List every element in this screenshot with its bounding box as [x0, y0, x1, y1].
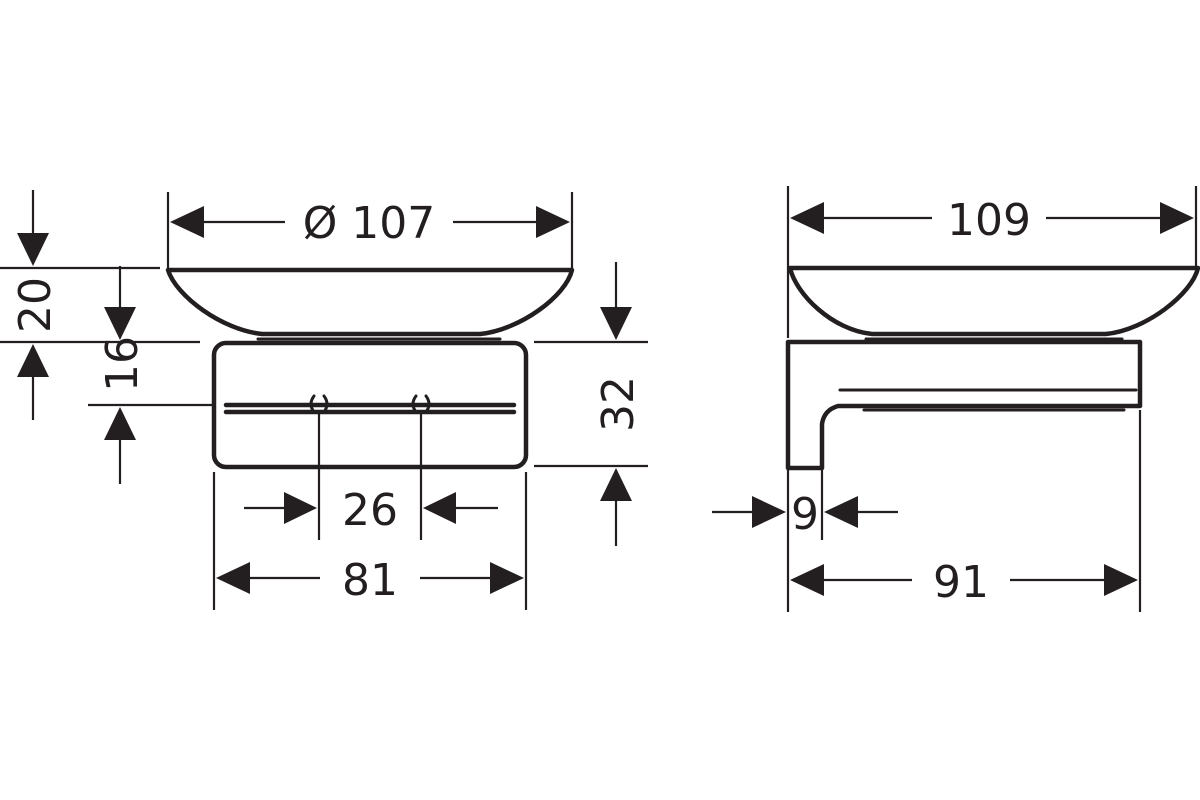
arrow-right [1160, 202, 1194, 234]
front-holder-slot [223, 402, 517, 415]
arrow-right [490, 562, 524, 594]
dimension-diameter: Ø 107 [166, 192, 574, 268]
side-wall-bracket [785, 339, 1143, 471]
dim-hole-spacing-label: 26 [342, 485, 398, 536]
dimension-projection: 91 [790, 410, 1142, 612]
dimension-side-width: 109 [786, 186, 1198, 338]
dimension-hole-spacing: 26 [244, 412, 498, 540]
arrow-right [284, 492, 317, 524]
arrow-down [600, 307, 632, 340]
dim-wall-thickness-label: 9 [791, 489, 819, 540]
arrow-left [790, 564, 824, 596]
arrow-right [536, 206, 570, 238]
arrow-right [752, 496, 786, 528]
arrow-left [824, 496, 858, 528]
front-view [165, 267, 575, 470]
dimension-wall-thickness: 9 [712, 470, 898, 612]
front-screw-hole-left [309, 394, 329, 414]
front-screw-hole-right [411, 394, 431, 414]
arrow-left [790, 202, 824, 234]
arrow-down [104, 307, 136, 340]
side-soap-dish [787, 265, 1200, 337]
dimension-holder-width: 81 [212, 472, 528, 610]
arrow-left [423, 492, 456, 524]
dim-top-height-label: 16 [97, 336, 148, 392]
dim-dish-height-label: 20 [10, 277, 61, 333]
front-holder-body [211, 340, 529, 470]
arrow-right [1104, 564, 1138, 596]
arrow-down [17, 233, 49, 266]
arrow-left [170, 206, 204, 238]
dimension-dish-height: 20 [0, 190, 200, 420]
arrow-up [17, 344, 49, 377]
dim-side-width-label: 109 [947, 195, 1031, 246]
dim-holder-height-label: 32 [593, 376, 644, 432]
front-soap-dish [165, 267, 575, 337]
dim-holder-width-label: 81 [342, 555, 398, 606]
side-view [785, 265, 1200, 471]
dim-projection-label: 91 [933, 557, 989, 608]
dimension-holder-height: 32 [534, 262, 648, 546]
arrow-up [600, 468, 632, 501]
arrow-up [104, 407, 136, 440]
arrow-left [216, 562, 250, 594]
dimension-top-height: 16 [88, 266, 212, 484]
dim-diameter-label: Ø 107 [303, 198, 436, 249]
